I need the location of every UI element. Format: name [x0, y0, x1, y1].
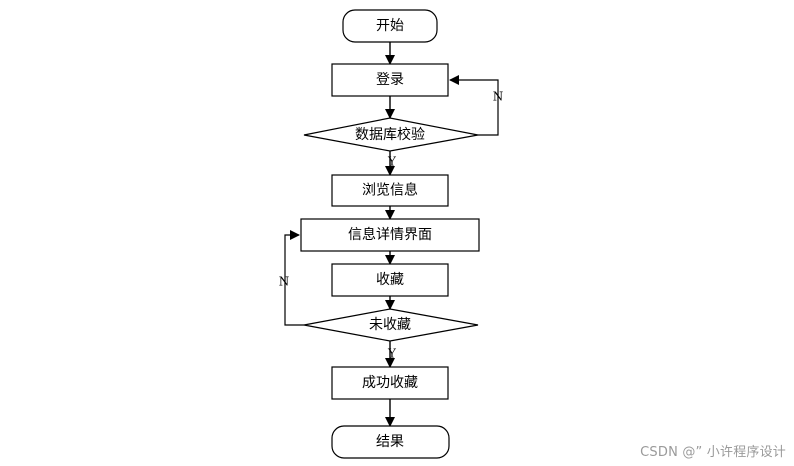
- check-yes-label: Y: [387, 155, 397, 169]
- end-label: 结果: [376, 434, 404, 450]
- watermark: CSDN @” 小许程序设计: [640, 445, 786, 460]
- db-check-label: 数据库校验: [355, 126, 425, 143]
- not-favorited-label: 未收藏: [369, 317, 411, 333]
- end-node: 结果: [331, 425, 450, 459]
- db-check-decision: 数据库校验: [303, 117, 479, 152]
- fav-success-node: 成功收藏: [331, 366, 449, 400]
- detail-label: 信息详情界面: [348, 226, 432, 243]
- favorite-label: 收藏: [376, 272, 404, 288]
- fav-success-label: 成功收藏: [362, 375, 418, 391]
- check-no-label: N: [493, 90, 504, 104]
- fav-no-label: N: [279, 275, 290, 289]
- not-favorited-decision: 未收藏: [303, 308, 479, 342]
- login-label: 登录: [376, 72, 404, 88]
- arrow-check-no-loop: [449, 75, 499, 136]
- arrow-fav-no-loop: [284, 230, 304, 326]
- fav-yes-label: Y: [387, 347, 397, 361]
- start-label: 开始: [376, 18, 404, 34]
- detail-node: 信息详情界面: [300, 218, 480, 252]
- browse-label: 浏览信息: [362, 182, 418, 199]
- start-node: 开始: [342, 9, 438, 43]
- login-node: 登录: [331, 63, 449, 97]
- favorite-node: 收藏: [331, 263, 449, 297]
- browse-node: 浏览信息: [331, 174, 449, 207]
